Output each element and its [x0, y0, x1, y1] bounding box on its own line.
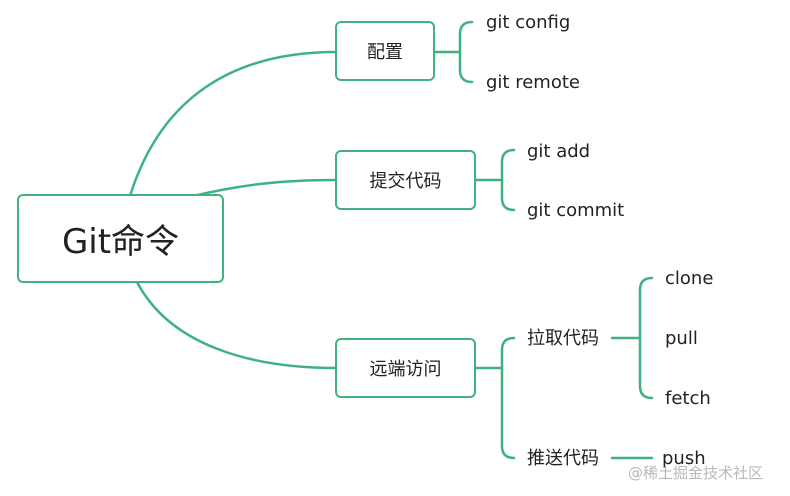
leaf-pull: pull: [665, 328, 698, 349]
branch-label: 远端访问: [369, 359, 442, 380]
subbranch-push-code: 推送代码: [527, 448, 599, 469]
branch-commit-code: 提交代码: [335, 150, 476, 210]
root-label: Git命令: [61, 222, 180, 262]
connector-pull-bracket: [638, 276, 654, 400]
connector-root-config: [128, 50, 338, 198]
connector-commit-bracket: [500, 148, 516, 212]
leaf-git-add: git add: [527, 141, 591, 162]
branch-label: 提交代码: [369, 171, 442, 192]
connector-remote-bracket: [500, 336, 516, 460]
leaf-clone: clone: [665, 268, 714, 289]
connector-root-remote: [135, 280, 338, 370]
subbranch-pull-code: 拉取代码: [527, 328, 599, 349]
leaf-git-config: git config: [486, 12, 571, 33]
branch-config: 配置: [335, 21, 435, 81]
connector-root-commit: [191, 178, 338, 198]
watermark: @稀土掘金技术社区: [628, 464, 764, 482]
leaf-fetch: fetch: [665, 388, 711, 409]
leaf-git-commit: git commit: [527, 200, 625, 221]
leaf-git-remote: git remote: [486, 72, 580, 93]
branch-label: 配置: [367, 42, 403, 63]
root-node: Git命令: [17, 194, 224, 283]
leaf-push: push: [662, 448, 706, 469]
connector-config-bracket: [458, 20, 474, 84]
branch-remote-access: 远端访问: [335, 338, 476, 398]
